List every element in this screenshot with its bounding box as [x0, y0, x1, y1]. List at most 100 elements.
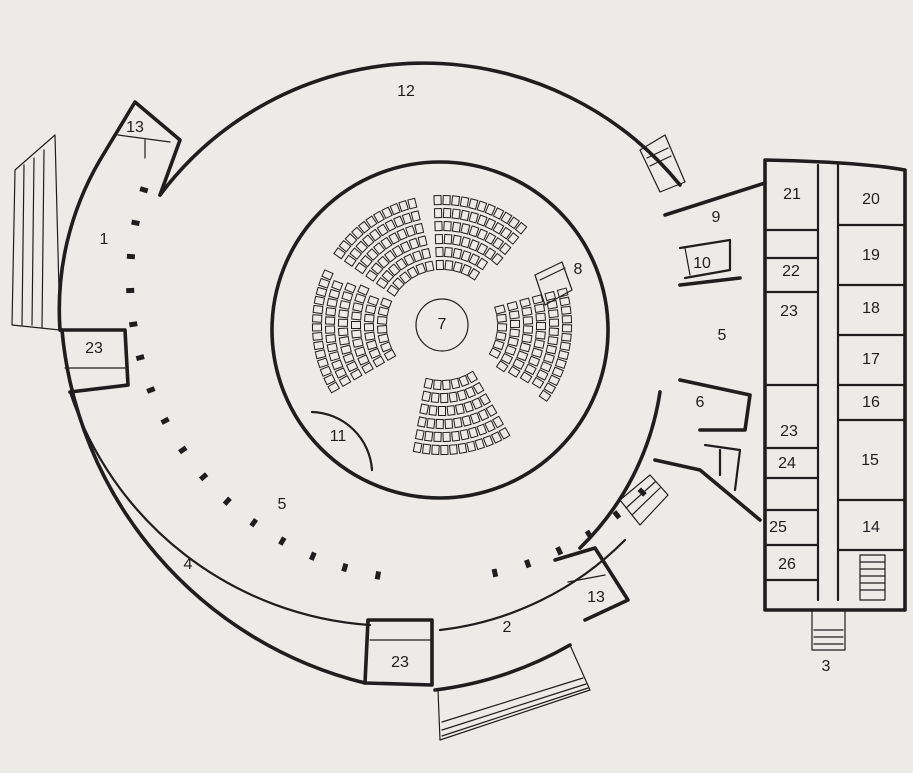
seat [331, 279, 344, 292]
room-label-23-south: 23 [391, 654, 409, 671]
office-wing-shell [763, 158, 907, 612]
seat [443, 233, 453, 245]
seat [393, 215, 405, 228]
seat [483, 247, 497, 261]
seat [466, 370, 478, 384]
seat [351, 329, 362, 339]
room-labels: 1 2 3 4 5 5 6 7 8 9 10 11 12 13 13 14 15… [85, 83, 880, 675]
seat [405, 225, 416, 238]
seat [411, 250, 423, 263]
seat [369, 228, 382, 242]
seat [561, 315, 573, 324]
se-room13-walls [553, 546, 630, 622]
room10-inner [684, 247, 691, 276]
seat [323, 373, 336, 386]
seat [403, 253, 415, 267]
seat [492, 221, 505, 235]
seat [398, 271, 412, 285]
room8-box-inner [539, 267, 566, 281]
office-entry [811, 609, 846, 651]
seat [560, 305, 572, 315]
west-steps-outline [11, 134, 61, 331]
seat [519, 297, 531, 308]
seat [430, 392, 440, 404]
seat [383, 249, 397, 263]
seat [421, 248, 432, 260]
seat [556, 287, 569, 298]
seat [476, 214, 488, 227]
seat [504, 344, 517, 356]
seat [365, 215, 378, 229]
seat [457, 442, 468, 454]
seat [547, 335, 559, 346]
seat [499, 226, 513, 240]
seat [458, 374, 470, 388]
ne-stair [639, 134, 686, 193]
seat [468, 239, 480, 252]
seat [341, 291, 354, 302]
seat [444, 418, 454, 430]
seat [442, 379, 451, 391]
seat [433, 379, 442, 391]
seat [464, 386, 477, 399]
seat [512, 358, 525, 370]
seat [419, 403, 430, 415]
seat [476, 228, 488, 241]
office-corridor [816, 163, 840, 602]
seat [443, 220, 452, 232]
seat [506, 300, 519, 312]
room-label-4: 4 [184, 556, 193, 573]
connector-north-wall [663, 181, 767, 217]
seat [484, 203, 496, 216]
seat [331, 359, 344, 371]
pier [126, 253, 136, 260]
room-label-8: 8 [574, 261, 583, 278]
connector-small-rooms [703, 443, 742, 492]
seat [506, 232, 520, 245]
seat [514, 221, 528, 235]
seat [452, 261, 463, 273]
room-label-14: 14 [862, 519, 880, 536]
seat [454, 403, 465, 415]
seat [472, 381, 485, 395]
seat [444, 259, 454, 271]
seat [383, 349, 397, 361]
seat [463, 400, 474, 413]
pier [160, 416, 170, 425]
seat [461, 415, 472, 427]
seat [484, 419, 496, 433]
seat [354, 262, 368, 275]
seat [536, 369, 549, 381]
room-label-1: 1 [100, 231, 109, 248]
seat [316, 357, 329, 369]
seat [443, 246, 453, 258]
room11-partition [310, 410, 374, 472]
seat [337, 327, 349, 337]
east-row-partitions [836, 223, 907, 552]
room-label-13-south: 13 [587, 589, 605, 606]
central-podium [415, 298, 469, 352]
seat [527, 355, 541, 367]
seat [380, 297, 393, 309]
seat [522, 316, 534, 325]
seat [559, 341, 571, 351]
seat [539, 361, 553, 373]
seat [313, 295, 326, 306]
seat [352, 337, 364, 348]
pier [341, 563, 349, 573]
pier [139, 186, 149, 194]
nw-room13-walls [98, 100, 182, 197]
seat [321, 269, 334, 281]
seat [484, 232, 497, 245]
seat [516, 350, 529, 362]
pier [278, 536, 287, 546]
room-label-20: 20 [862, 191, 880, 208]
seat [442, 431, 451, 443]
seat [344, 282, 357, 294]
seat [338, 336, 350, 346]
pier [135, 354, 145, 362]
seat [365, 269, 378, 282]
seat [533, 303, 546, 313]
seat [431, 444, 440, 456]
seat [448, 391, 458, 403]
